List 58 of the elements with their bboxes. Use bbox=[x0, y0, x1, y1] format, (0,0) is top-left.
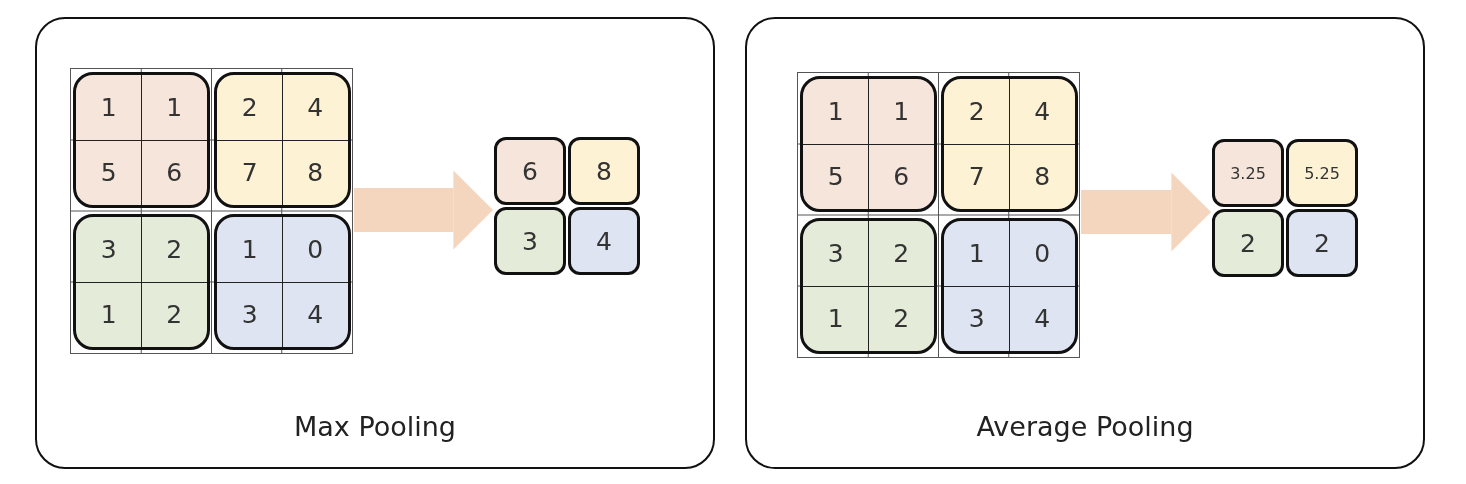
pooled-value: 2 bbox=[1212, 209, 1284, 277]
cell-value: 4 bbox=[1033, 303, 1052, 335]
pooled-value: 8 bbox=[568, 137, 640, 205]
cell-value: 6 bbox=[165, 157, 184, 189]
cell-value: 2 bbox=[892, 238, 911, 270]
cell-value: 0 bbox=[1033, 238, 1052, 270]
cell-value: 2 bbox=[240, 92, 259, 124]
pooled-value: 3.25 bbox=[1212, 139, 1284, 207]
cell-value: 1 bbox=[826, 96, 845, 128]
pooled-value: 2 bbox=[1286, 209, 1358, 277]
cell-value: 5 bbox=[99, 157, 118, 189]
cell-value: 4 bbox=[306, 92, 325, 124]
pooled-value: 6 bbox=[494, 137, 566, 205]
cell-value: 1 bbox=[240, 234, 259, 266]
cell-value: 1 bbox=[99, 299, 118, 331]
cell-value: 3 bbox=[99, 234, 118, 266]
cell-value: 4 bbox=[1033, 96, 1052, 128]
input-grid bbox=[70, 68, 353, 354]
panel-caption: Max Pooling bbox=[293, 411, 457, 442]
cell-value: 3 bbox=[967, 303, 986, 335]
pooled-value: 4 bbox=[568, 207, 640, 275]
cell-value: 8 bbox=[1033, 161, 1052, 193]
cell-value: 2 bbox=[165, 234, 184, 266]
cell-value: 1 bbox=[826, 303, 845, 335]
cell-value: 4 bbox=[306, 299, 325, 331]
panel-caption: Average Pooling bbox=[975, 411, 1195, 442]
cell-value: 0 bbox=[306, 234, 325, 266]
pooled-value: 3 bbox=[494, 207, 566, 275]
pooling-region bbox=[941, 76, 1078, 212]
cell-value: 1 bbox=[165, 92, 184, 124]
cell-value: 7 bbox=[967, 161, 986, 193]
cell-value: 3 bbox=[826, 238, 845, 270]
pooling-region bbox=[941, 218, 1078, 354]
arrow bbox=[1081, 172, 1211, 252]
panel-card bbox=[35, 17, 715, 469]
pooling-region bbox=[214, 72, 351, 208]
pooling-region bbox=[800, 218, 937, 354]
cell-value: 2 bbox=[165, 299, 184, 331]
arrow bbox=[354, 170, 493, 250]
output-grid bbox=[494, 137, 640, 275]
pooled-value: 5.25 bbox=[1286, 139, 1358, 207]
cell-value: 8 bbox=[306, 157, 325, 189]
cell-value: 1 bbox=[99, 92, 118, 124]
cell-value: 1 bbox=[967, 238, 986, 270]
output-grid bbox=[1212, 139, 1358, 277]
cell-value: 7 bbox=[240, 157, 259, 189]
pooling-region bbox=[800, 76, 937, 212]
cell-value: 2 bbox=[892, 303, 911, 335]
cell-value: 3 bbox=[240, 299, 259, 331]
cell-value: 2 bbox=[967, 96, 986, 128]
pooling-region bbox=[73, 72, 210, 208]
cell-value: 6 bbox=[892, 161, 911, 193]
input-grid bbox=[797, 72, 1080, 358]
pooling-region bbox=[73, 214, 210, 350]
cell-value: 5 bbox=[826, 161, 845, 193]
panel-card bbox=[745, 17, 1425, 469]
cell-value: 1 bbox=[892, 96, 911, 128]
pooling-region bbox=[214, 214, 351, 350]
